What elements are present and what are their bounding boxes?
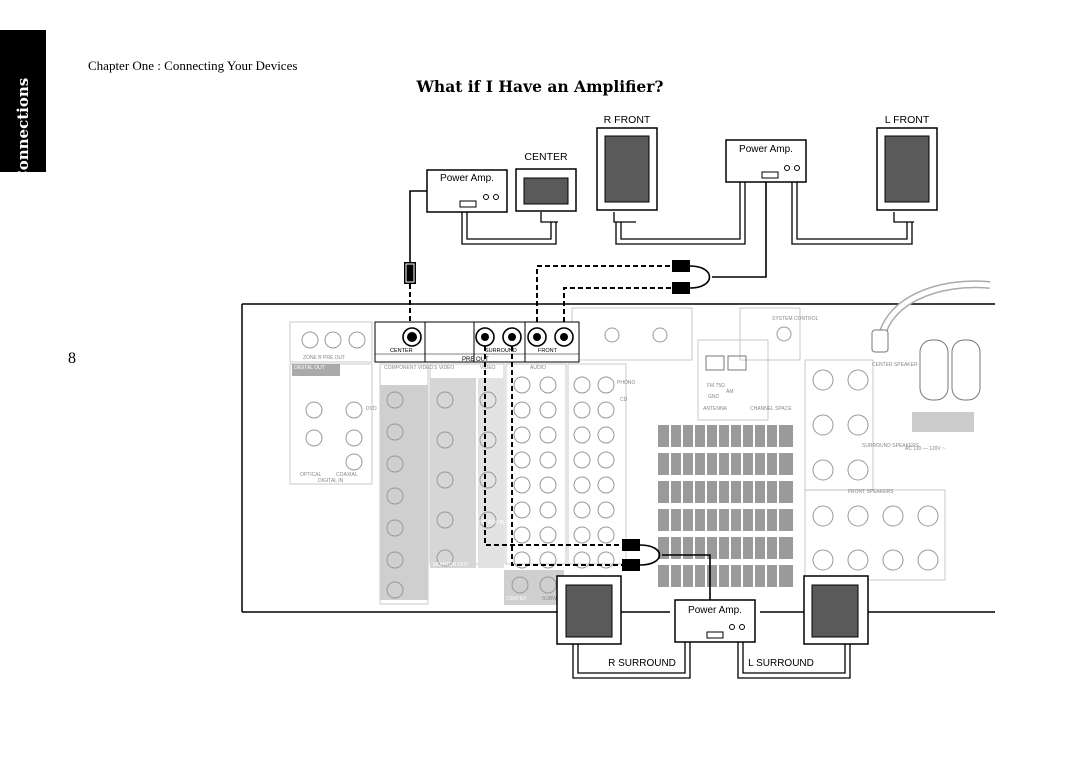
l-surround-speaker xyxy=(803,575,869,645)
am-label: AM xyxy=(726,389,734,395)
power-amp-surround: Power Amp. xyxy=(674,599,756,643)
digital-out-label: DIGITAL OUT xyxy=(294,365,325,371)
r-surround-label: R SURROUND xyxy=(608,658,676,669)
coaxial-label: COAXIAL xyxy=(336,472,358,478)
preout-center-label: CENTER xyxy=(390,348,413,354)
side-tab: Connections xyxy=(0,30,46,182)
dvd-6ch-label: DVD 6CH INPUT xyxy=(476,520,514,526)
surround-signal-cables xyxy=(484,346,711,600)
dvd-label: DVD xyxy=(366,406,377,412)
surround-speakers-label: SURROUND SPEAKERS xyxy=(862,443,920,449)
l-front-speaker: L FRONT xyxy=(876,114,938,211)
front-l-preout-jack[interactable] xyxy=(554,327,574,347)
digital-in-label: DIGITAL IN xyxy=(318,478,344,484)
center-signal-cable xyxy=(404,190,427,322)
page-number: 8 xyxy=(68,350,76,367)
power-amp-surround-label: Power Amp. xyxy=(688,605,742,616)
optical-label: OPTICAL xyxy=(300,472,322,478)
audio-label: AUDIO xyxy=(530,365,546,371)
preout-surround-label: SURROUND xyxy=(485,348,517,354)
r-front-label: R FRONT xyxy=(604,114,651,126)
front-speakers-label: FRONT SPEAKERS xyxy=(848,489,894,495)
gnd-label: GND xyxy=(708,394,720,400)
chapter-header: Chapter One : Connecting Your Devices xyxy=(88,58,298,73)
power-amp-center-label: Power Amp. xyxy=(440,173,494,184)
power-amp-front: Power Amp. xyxy=(725,139,807,183)
center-speaker: CENTER xyxy=(515,151,577,212)
monitor-out-label: MONITOR OUT xyxy=(433,562,468,568)
front-r-preout-jack[interactable] xyxy=(527,327,547,347)
video-label: VIDEO xyxy=(480,365,496,371)
s-video-label: S VIDEO xyxy=(434,365,454,371)
system-control-label: SYSTEM CONTROL xyxy=(772,316,819,322)
antenna-label: ANTENNA xyxy=(703,406,728,412)
r-surround-speaker xyxy=(556,575,622,645)
channel-space-label: CHANNEL SPACE xyxy=(750,406,792,412)
surround-l-preout-jack[interactable] xyxy=(502,327,522,347)
cd-label: CD xyxy=(620,397,628,403)
center-preout-jack[interactable] xyxy=(402,327,422,347)
pre-out-block: CENTER SURROUND FRONT PRE OUT xyxy=(374,321,580,363)
page-title: What if I Have an Amplifier? xyxy=(416,77,664,96)
center-speaker-label: CENTER SPEAKER xyxy=(872,362,918,368)
surround-r-preout-jack[interactable] xyxy=(475,327,495,347)
center-label: CENTER xyxy=(524,151,568,163)
power-amp-front-label: Power Amp. xyxy=(739,144,793,155)
receiver-rear-panel: ZONE B PRE OUT DIGITAL OUT COMPONENT VID… xyxy=(241,280,995,613)
phono-label: PHONO xyxy=(617,380,635,386)
preout-front-label: FRONT xyxy=(538,348,558,354)
fm-label: FM 75Ω xyxy=(707,383,725,389)
r-front-speaker: R FRONT xyxy=(596,114,658,211)
power-amp-center: Power Amp. xyxy=(426,169,508,213)
l-front-label: L FRONT xyxy=(885,114,930,126)
center-bottom-label: CENTER xyxy=(506,596,527,602)
ac-label: AC 110 — 120V ~ xyxy=(905,446,945,452)
l-surround-label: L SURROUND xyxy=(748,658,814,669)
component-video-label: COMPONENT VIDEO xyxy=(384,365,433,371)
zone-preout-label: ZONE B PRE OUT xyxy=(303,355,345,361)
front-signal-cables xyxy=(536,182,767,322)
preout-label: PRE OUT xyxy=(462,357,489,363)
speaker-cables xyxy=(461,182,914,679)
